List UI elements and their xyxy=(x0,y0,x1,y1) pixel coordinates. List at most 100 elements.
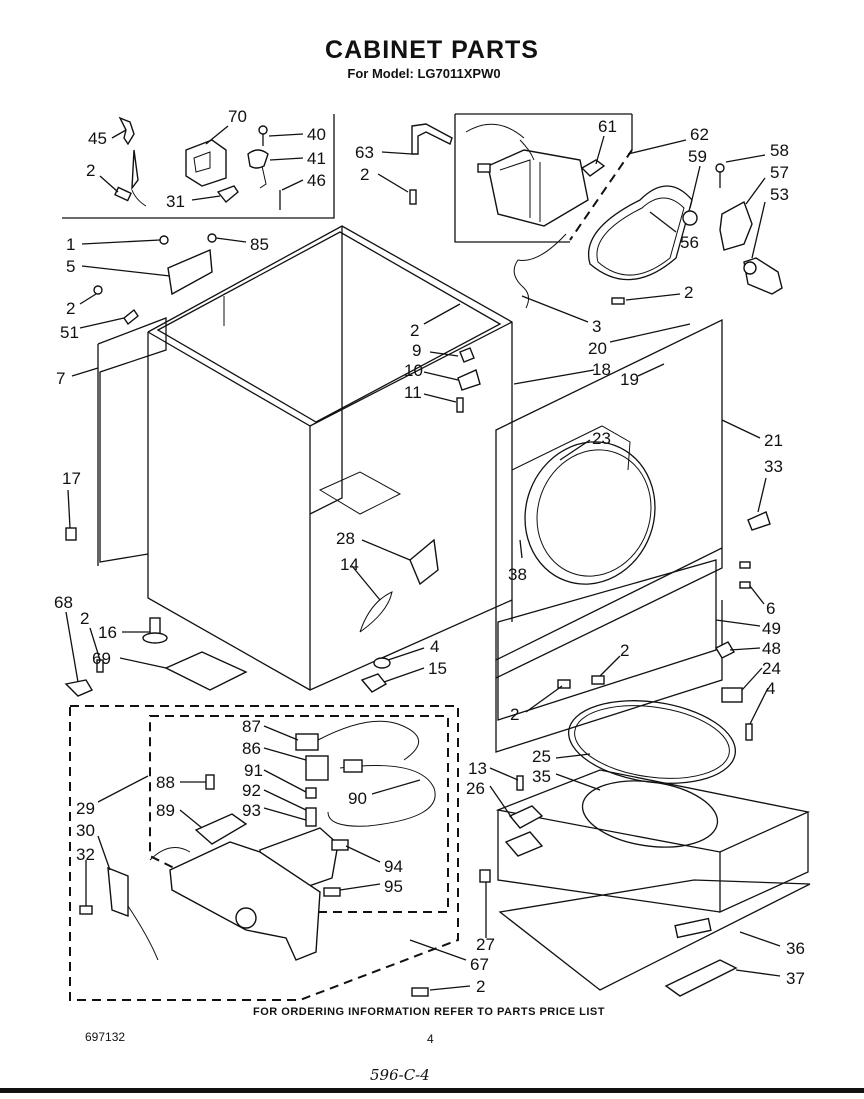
part-burner-assembly-67 xyxy=(149,841,321,961)
callout-48: 48 xyxy=(762,639,781,658)
leader-lines xyxy=(65,125,781,991)
part-hinge-48 xyxy=(715,641,735,659)
part-bracket-5 xyxy=(167,248,213,296)
part-bracket-30 xyxy=(107,866,159,961)
part-bracket-28 xyxy=(409,538,439,586)
callout-5: 5 xyxy=(66,257,76,276)
inset-box-motor xyxy=(454,113,633,243)
part-coil-87-86 xyxy=(295,720,420,781)
part-switch-24 xyxy=(721,687,743,703)
part-clamp-41 xyxy=(247,149,269,189)
part-sensor-94-95 xyxy=(323,839,349,897)
part-terminal-45 xyxy=(118,116,135,146)
callout-63: 63 xyxy=(355,143,374,162)
callout-2-front-right: 2 xyxy=(620,641,630,660)
part-screw-4-right xyxy=(745,723,753,741)
part-strip-37 xyxy=(664,959,738,997)
callout-62: 62 xyxy=(690,125,709,144)
callout-93: 93 xyxy=(242,801,261,820)
callout-25: 25 xyxy=(532,747,551,766)
part-clip-15 xyxy=(360,673,388,693)
part-idler-57 xyxy=(719,200,753,251)
lower-panel xyxy=(495,600,723,753)
callout-2-bottom: 2 xyxy=(476,977,486,996)
part-bracket-26 xyxy=(504,805,544,857)
callout-30: 30 xyxy=(76,821,95,840)
callout-3: 3 xyxy=(592,317,602,336)
callout-2-fuse: 2 xyxy=(86,161,96,180)
part-latch-33 xyxy=(747,511,771,531)
part-screw-88 xyxy=(205,774,215,790)
callout-13: 13 xyxy=(468,759,487,778)
callout-11: 11 xyxy=(404,383,422,402)
callout-69: 69 xyxy=(92,649,111,668)
callout-20: 20 xyxy=(588,339,607,358)
part-bracket-70 xyxy=(185,139,227,187)
part-belt-56 xyxy=(588,185,693,281)
callout-61: 61 xyxy=(598,117,617,136)
part-motor xyxy=(465,123,589,227)
part-motor-bracket-63 xyxy=(411,123,453,155)
part-screw-32 xyxy=(79,905,93,915)
page-number: 4 xyxy=(427,1032,434,1046)
part-switch-61 xyxy=(580,159,606,177)
callout-2-side: 2 xyxy=(66,299,76,318)
callout-6: 6 xyxy=(766,599,776,618)
callout-2-left: 2 xyxy=(80,609,90,628)
part-screw-40 xyxy=(258,125,268,146)
callout-36: 36 xyxy=(786,939,805,958)
callout-91: 91 xyxy=(244,761,263,780)
part-cap-4 xyxy=(373,657,391,669)
part-idler-arm-53 xyxy=(743,257,783,295)
callout-49: 49 xyxy=(762,619,781,638)
callout-2-hinge: 2 xyxy=(410,321,420,340)
side-panel-7 xyxy=(97,317,167,566)
part-screw-1 xyxy=(159,235,169,245)
part-clip-68 xyxy=(64,679,94,697)
callout-53: 53 xyxy=(770,185,789,204)
part-pulley-59 xyxy=(682,210,698,226)
callout-40: 40 xyxy=(307,125,326,144)
document-number: 697132 xyxy=(85,1030,126,1044)
front-panel-21 xyxy=(495,318,723,680)
callout-45: 45 xyxy=(88,129,107,148)
part-screw-58 xyxy=(715,163,725,188)
callout-68: 68 xyxy=(54,593,73,612)
callout-4-cap: 4 xyxy=(430,637,440,656)
part-thermal-fuse-2 xyxy=(114,149,147,207)
callout-31: 31 xyxy=(166,192,185,211)
callout-35: 35 xyxy=(532,767,551,786)
callout-37: 37 xyxy=(786,969,805,988)
part-screws-2-front xyxy=(557,675,605,689)
callout-90: 90 xyxy=(348,789,367,808)
callout-19: 19 xyxy=(620,370,639,389)
callout-14: 14 xyxy=(340,555,359,574)
callout-92: 92 xyxy=(242,781,261,800)
part-screw-85 xyxy=(207,233,217,243)
cabinet-body xyxy=(147,225,513,691)
part-spring-14 xyxy=(359,591,393,633)
callout-21: 21 xyxy=(764,431,783,450)
part-hinge-9-10-11 xyxy=(456,347,481,413)
callout-15: 15 xyxy=(428,659,447,678)
handwritten-note: 596-C-4 xyxy=(370,1066,430,1084)
bottom-rule xyxy=(0,1088,864,1093)
callout-17: 17 xyxy=(62,469,81,488)
callout-57: 57 xyxy=(770,163,789,182)
callout-7: 7 xyxy=(56,369,66,388)
callout-70: 70 xyxy=(228,107,247,126)
base-pan-36 xyxy=(498,879,811,991)
callout-1: 1 xyxy=(66,235,76,254)
part-leg-16 xyxy=(142,617,168,644)
callout-94: 94 xyxy=(384,857,403,876)
callout-58: 58 xyxy=(770,141,789,160)
part-clip-31 xyxy=(216,185,239,203)
callout-16: 16 xyxy=(98,623,117,642)
part-clip-51 xyxy=(123,308,139,326)
callout-88: 88 xyxy=(156,773,175,792)
part-screws-6 xyxy=(739,561,751,589)
callout-38: 38 xyxy=(508,565,527,584)
part-screw-17 xyxy=(65,527,77,541)
callout-2-harness: 2 xyxy=(684,283,694,302)
